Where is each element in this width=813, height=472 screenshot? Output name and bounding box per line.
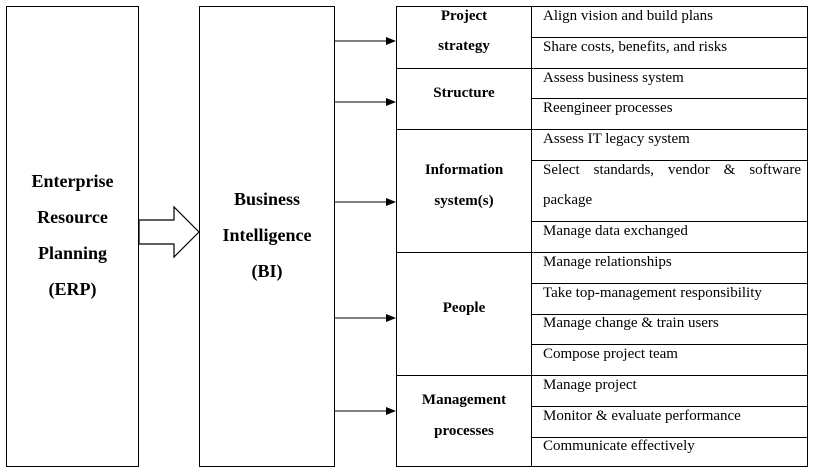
category-project-strategy-line-2: strategy — [438, 38, 490, 54]
item-share-costs: Share costs, benefits, and risks — [543, 39, 728, 55]
bi-to-people-arrow — [335, 314, 396, 322]
category-divider — [397, 68, 531, 69]
bi-to-structure-arrow — [335, 98, 396, 106]
item-divider — [532, 406, 807, 407]
item-manage-project: Manage project — [543, 377, 637, 393]
category-structure: Structure — [433, 85, 495, 101]
erp-label-line-3: Planning — [37, 243, 108, 263]
category-project-strategy-line-1: Project — [440, 8, 488, 24]
erp-label-line-4: (ERP) — [48, 279, 97, 299]
item-manage-relationships: Manage relationships — [543, 254, 672, 270]
item-compose-team: Compose project team — [543, 346, 678, 362]
category-divider — [397, 252, 531, 253]
erp-label-line-2: Resource — [37, 207, 108, 227]
category-column: Project strategy Structure Information s… — [396, 6, 532, 467]
item-divider — [532, 283, 807, 284]
item-divider — [532, 129, 807, 130]
erp-box: Enterprise Resource Planning (ERP) — [6, 6, 139, 467]
item-align-vision: Align vision and build plans — [543, 8, 713, 24]
item-assess-business-system: Assess business system — [543, 70, 684, 86]
item-manage-change: Manage change & train users — [543, 315, 719, 331]
item-divider — [532, 68, 807, 69]
category-people: People — [442, 300, 486, 316]
bi-to-project-strategy-arrow — [335, 37, 396, 45]
item-divider — [532, 314, 807, 315]
item-reengineer-processes: Reengineer processes — [543, 100, 673, 116]
erp-label-line-1: Enterprise — [31, 171, 114, 191]
item-divider — [532, 252, 807, 253]
bi-box: Business Intelligence (BI) — [199, 6, 335, 467]
category-management-processes-line-2: processes — [434, 423, 494, 439]
bi-to-management-processes-arrow — [335, 407, 396, 415]
item-manage-data-exchanged: Manage data exchanged — [543, 223, 688, 239]
item-monitor-evaluate: Monitor & evaluate performance — [543, 408, 741, 424]
item-top-management: Take top-management responsibility — [543, 285, 762, 301]
category-divider — [397, 129, 531, 130]
category-divider — [397, 375, 531, 376]
item-divider — [532, 437, 807, 438]
category-management-processes-line-1: Management — [421, 392, 507, 408]
bi-label-line-3: (BI) — [251, 261, 283, 281]
bi-to-information-systems-arrow — [335, 198, 396, 206]
category-information-systems-line-2: system(s) — [434, 193, 494, 209]
item-divider — [532, 37, 807, 38]
category-information-systems-line-1: Information — [424, 162, 504, 178]
bi-label-line-1: Business — [233, 189, 301, 209]
item-select-standards: Select standards, vendor & software pack… — [543, 162, 801, 208]
item-column: Align vision and build plans Share costs… — [531, 6, 808, 467]
erp-to-bi-arrow — [138, 205, 200, 259]
item-divider — [532, 98, 807, 99]
item-divider — [532, 221, 807, 222]
item-divider — [532, 375, 807, 376]
item-communicate: Communicate effectively — [543, 438, 695, 454]
item-divider — [532, 160, 807, 161]
bi-label-line-2: Intelligence — [222, 225, 312, 245]
item-assess-it-legacy: Assess IT legacy system — [543, 131, 690, 147]
item-divider — [532, 344, 807, 345]
